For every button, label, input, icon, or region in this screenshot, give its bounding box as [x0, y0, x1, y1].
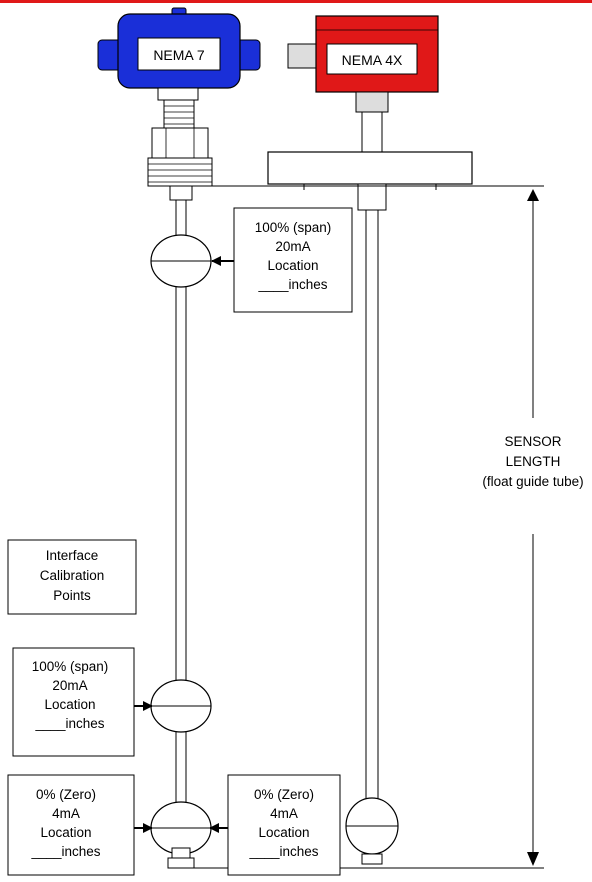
zero-right-line1: 0% (Zero) — [254, 787, 314, 802]
interface-note-line1: Interface — [46, 548, 99, 563]
upper-span-line1: 100% (span) — [255, 220, 332, 235]
sensor-length-line3: (float guide tube) — [482, 474, 583, 489]
upper-span-line4: ____inches — [257, 277, 327, 292]
nema4x-neck — [355, 91, 389, 153]
zero-left-callout: 0% (Zero) 4mA Location ____inches — [7, 774, 135, 876]
upper-span-line2: 20mA — [275, 239, 310, 254]
nema7-tube-end — [167, 847, 195, 869]
sensor-length-label: SENSOR LENGTH (float guide tube) — [482, 434, 583, 489]
nema4x-label: NEMA 4X — [342, 52, 403, 68]
zero-left-line4: ____inches — [30, 844, 100, 859]
lower-span-line2: 20mA — [52, 678, 87, 693]
float-lower — [150, 801, 212, 855]
zero-left-line1: 0% (Zero) — [36, 787, 96, 802]
sensor-length-line1: SENSOR — [504, 434, 561, 449]
sensor-length-dimension — [527, 189, 539, 866]
top-rule — [0, 0, 592, 3]
nema4x-label-box — [326, 43, 418, 75]
interface-note-line3: Points — [53, 588, 91, 603]
upper-span-line3: Location — [267, 258, 318, 273]
nema7-label: NEMA 7 — [153, 47, 205, 63]
nema4x-float — [345, 797, 399, 855]
zero-right-line2: 4mA — [270, 806, 298, 821]
lower-span-callout: 100% (span) 20mA Location ____inches — [12, 647, 135, 757]
nema4x-guide-tube — [365, 209, 379, 807]
lower-span-line1: 100% (span) — [32, 659, 109, 674]
nema7-label-box — [137, 37, 221, 71]
nema7-enclosure: NEMA 7 — [97, 7, 261, 89]
zero-left-line2: 4mA — [52, 806, 80, 821]
interface-note-box: Interface Calibration Points — [7, 539, 137, 615]
nema4x-flange — [267, 151, 473, 211]
nema7-fitting — [147, 87, 213, 201]
lower-span-line3: Location — [44, 697, 95, 712]
zero-left-line3: Location — [40, 825, 91, 840]
lower-span-line4: ____inches — [34, 716, 104, 731]
upper-span-callout: 100% (span) 20mA Location ____inches — [233, 207, 353, 313]
float-middle — [150, 679, 212, 733]
nema4x-enclosure: NEMA 4X — [287, 15, 439, 93]
zero-right-line3: Location — [258, 825, 309, 840]
zero-right-callout: 0% (Zero) 4mA Location ____inches — [227, 774, 341, 876]
float-upper — [150, 234, 212, 288]
nema4x-tube-end — [361, 853, 383, 865]
interface-note-line2: Calibration — [40, 568, 105, 583]
sensor-length-line2: LENGTH — [506, 454, 561, 469]
nema7-guide-tube — [175, 199, 187, 849]
zero-right-line4: ____inches — [248, 844, 318, 859]
